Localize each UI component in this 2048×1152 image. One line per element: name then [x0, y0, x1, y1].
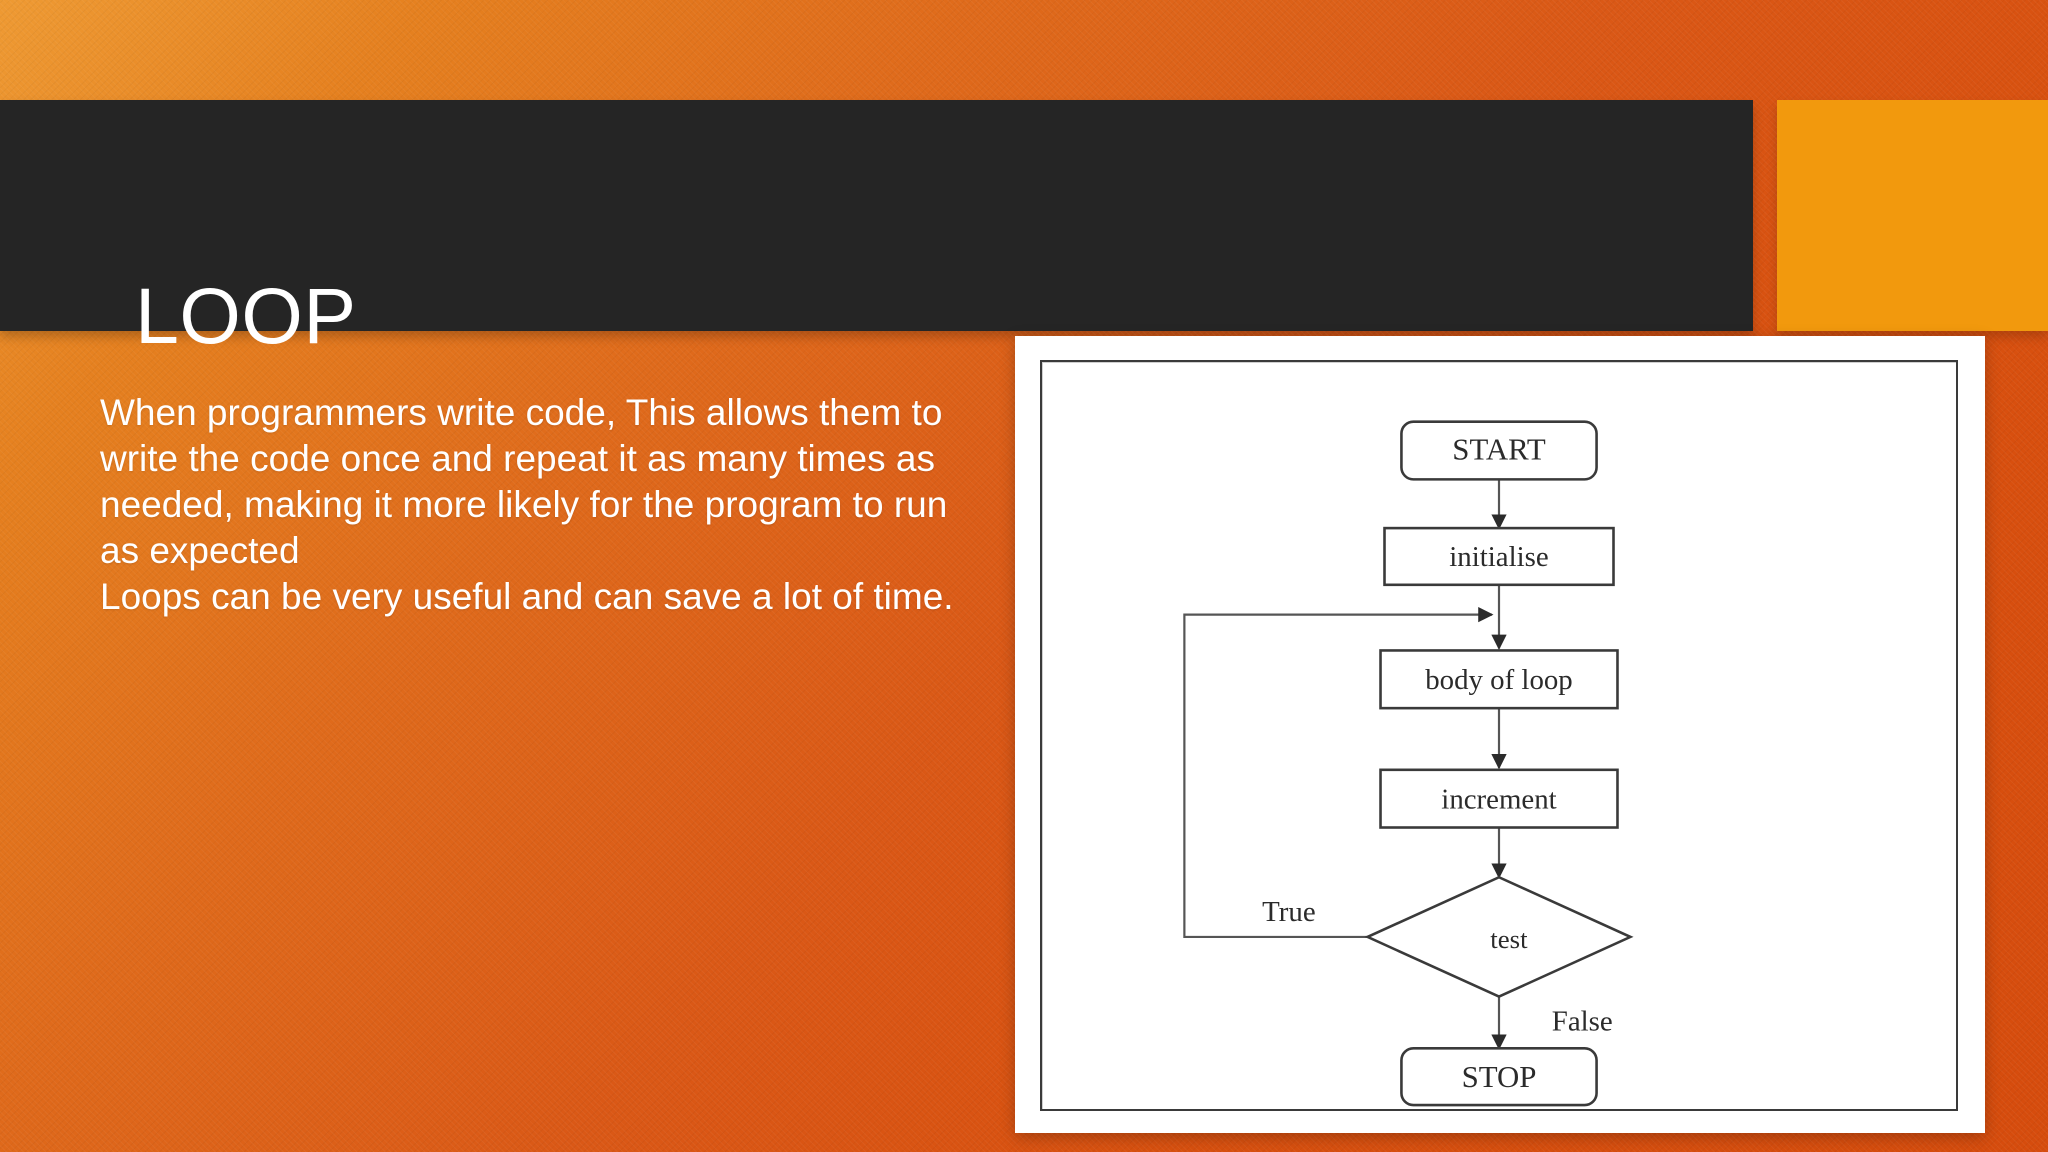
edge-test-body-true: [1183, 606, 1494, 939]
node-body-of-loop-label: body of loop: [1425, 664, 1572, 696]
edge-label-true: True: [1262, 896, 1315, 928]
node-start-label: START: [1452, 432, 1546, 466]
node-body-of-loop: body of loop: [1379, 649, 1619, 710]
node-test-label: test: [1490, 924, 1528, 954]
title-band: LOOP: [0, 100, 1753, 355]
node-test: test: [1364, 875, 1634, 999]
diagram-inner-border: START initialise body of loop increment: [1040, 360, 1958, 1111]
accent-block: [1777, 100, 2048, 331]
node-stop: STOP: [1400, 1047, 1598, 1107]
node-increment: increment: [1379, 768, 1619, 829]
loop-flowchart-svg: START initialise body of loop increment: [1183, 420, 1634, 1107]
node-increment-label: increment: [1441, 784, 1556, 816]
node-initialise: initialise: [1383, 526, 1615, 587]
page-title: LOOP: [135, 271, 357, 360]
node-start: START: [1400, 420, 1598, 481]
node-initialise-label: initialise: [1449, 541, 1548, 573]
body-text: When programmers write code, This allows…: [100, 392, 954, 617]
node-stop-label: STOP: [1462, 1060, 1537, 1094]
edge-label-false: False: [1552, 1005, 1613, 1037]
diagram-picture-frame: START initialise body of loop increment: [1015, 336, 1985, 1133]
